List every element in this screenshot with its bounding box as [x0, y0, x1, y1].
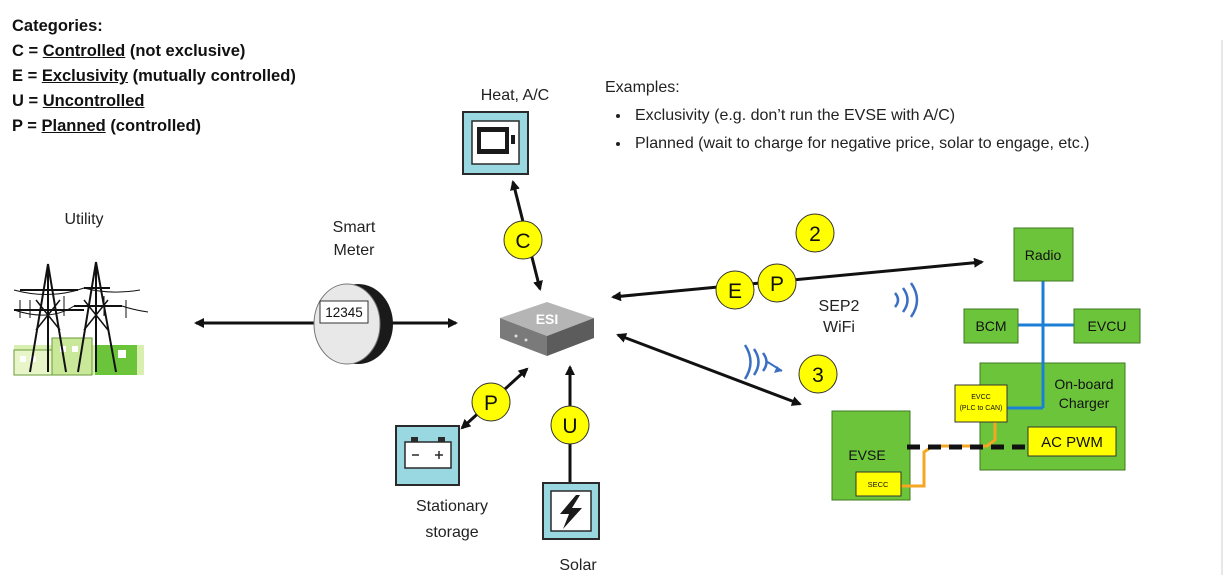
example-item: Planned (wait to charge for negative pri… [631, 130, 1089, 158]
svg-text:P: P [770, 273, 784, 296]
badge-planned-wifi: P [757, 263, 797, 303]
badge-planned-storage: P [471, 382, 511, 422]
wifi-label: WiFi [823, 319, 855, 336]
badge-uncontrolled: U [550, 405, 590, 445]
bcm-label: BCM [975, 318, 1006, 334]
battery-storage-icon [395, 425, 460, 486]
esi-device-icon: ESI [500, 302, 594, 356]
secc-box [855, 471, 902, 497]
esi-evse-arrow [616, 333, 802, 406]
example-item: Exclusivity (e.g. don’t run the EVSE wit… [631, 102, 1089, 130]
svg-text:3: 3 [812, 364, 824, 387]
evse-label: EVSE [848, 447, 885, 463]
secc-label: SECC [868, 480, 889, 489]
utility-label: Utility [64, 211, 104, 228]
solar-label: Solar [559, 557, 597, 574]
legend-item-exclusivity: E = Exclusivity (mutually controlled) [12, 67, 296, 85]
meter-display-text: 12345 [325, 305, 363, 320]
evcc-label-2: (PLC to CAN) [960, 405, 1003, 412]
evcc-label-1: EVCC [971, 394, 990, 401]
badge-controlled: C [503, 220, 543, 260]
smart-meter-label-2: Meter [333, 242, 375, 259]
evcu-box [1073, 308, 1141, 344]
badge-number-2: 2 [795, 213, 835, 253]
svg-text:2: 2 [809, 223, 821, 246]
smart-meter-label-1: Smart [332, 219, 376, 236]
heat-ac-label: Heat, A/C [480, 87, 550, 104]
legend-item-uncontrolled: U = Uncontrolled [12, 92, 145, 110]
svg-text:C: C [515, 230, 530, 253]
smart-meter-icon: 12345 [313, 283, 393, 365]
radio-label: Radio [1025, 247, 1062, 263]
examples-box: Examples: Exclusivity (e.g. don’t run th… [605, 74, 1089, 158]
wifi-signal-icon [894, 282, 919, 318]
categories-legend: Categories: C = Controlled (not exclusiv… [12, 14, 296, 139]
charger-label-2: Charger [1059, 395, 1110, 411]
utility-tower-icon [13, 261, 149, 376]
badge-number-3: 3 [798, 354, 838, 394]
evcc-box [954, 384, 1008, 423]
svg-text:U: U [562, 415, 577, 438]
svg-text:P: P [484, 392, 498, 415]
wireless-signal-icon [743, 344, 783, 380]
storage-label-2: storage [425, 524, 479, 541]
legend-item-controlled: C = Controlled (not exclusive) [12, 42, 246, 60]
bcm-box [963, 308, 1019, 344]
sep2-label: SEP2 [818, 298, 860, 315]
esi-label: ESI [536, 311, 559, 327]
storage-label-1: Stationary [415, 498, 489, 515]
thermostat-icon [462, 111, 529, 175]
charger-label-1: On-board [1054, 376, 1113, 392]
ac-pwm-label: AC PWM [1041, 434, 1103, 451]
svg-text:E: E [728, 280, 742, 303]
examples-title: Examples: [605, 79, 680, 96]
legend-item-planned: P = Planned (controlled) [12, 117, 202, 135]
legend-title: Categories: [12, 17, 103, 35]
evcu-label: EVCU [1088, 318, 1127, 334]
radio-box [1013, 227, 1074, 282]
badge-exclusivity: E [715, 270, 755, 310]
esi-radio-arrow [611, 257, 984, 302]
solar-lightning-icon [542, 482, 600, 540]
ac-pwm-box [1027, 426, 1117, 457]
